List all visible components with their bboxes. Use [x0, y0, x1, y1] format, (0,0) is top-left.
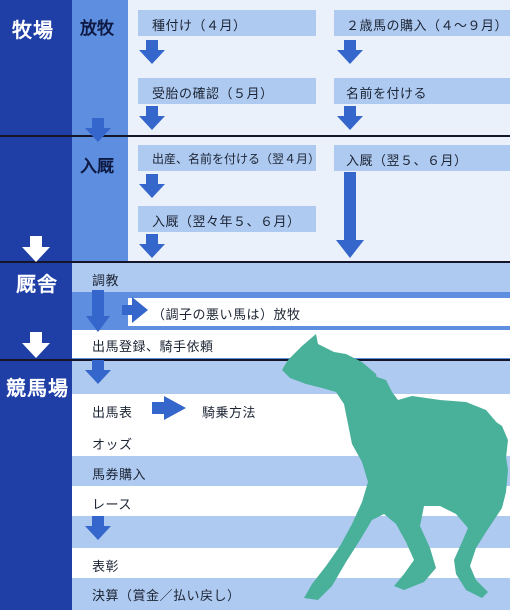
down-arrow-icon [22, 332, 50, 358]
down-arrow-icon [85, 118, 111, 142]
down-arrow-icon [337, 40, 363, 64]
long-down-arrow-icon [336, 172, 364, 258]
down-arrow-icon [139, 106, 165, 130]
down-arrow-icon [337, 106, 363, 130]
step-stabling-two-years: 入厩（翌々年５、６月） [152, 215, 301, 230]
step-riding-method: 騎乗方法 [202, 406, 257, 421]
step-settlement: 決算（賞金／払い戻し） [92, 589, 241, 604]
step-odds: オッズ [92, 438, 133, 453]
down-arrow-icon [85, 360, 111, 384]
box-pregnancy [138, 78, 316, 104]
step-award: 表彰 [92, 560, 120, 575]
step-training: 調教 [92, 274, 120, 289]
section-label-stable: 厩舎 [16, 272, 58, 296]
divider-stable [0, 261, 510, 263]
stable-band-3 [72, 330, 510, 358]
step-breeding: 種付け（４月） [152, 19, 247, 34]
down-arrow-icon [139, 40, 165, 64]
right-arrow-icon [152, 396, 186, 420]
step-stabling-next-year: 入厩（翌５、６月） [346, 154, 468, 169]
horse-silhouette-icon [282, 334, 508, 600]
stable-band-2 [128, 298, 510, 326]
step-naming: 名前を付ける [346, 87, 428, 102]
horse-mane-icon [334, 352, 380, 404]
stable-band-1 [72, 262, 510, 292]
step-grazing-branch: （調子の悪い馬は）放牧 [152, 308, 301, 323]
step-race: レース [92, 498, 132, 513]
step-registration: 出馬登録、騎手依頼 [92, 340, 214, 355]
step-ticket-purchase: 馬券購入 [92, 468, 147, 483]
subsection-label-grazing: 放牧 [80, 19, 114, 39]
box-stabling-2yr [138, 206, 316, 232]
race-stripe-5 [72, 548, 510, 578]
box-breeding [138, 10, 316, 36]
section-column [0, 0, 72, 610]
down-arrow-icon [139, 174, 165, 198]
step-two-year-purchase: ２歳馬の購入（４～９月） [346, 19, 509, 34]
section-label-ranch: 牧場 [12, 18, 54, 42]
box-stabling-next [334, 145, 510, 171]
step-pregnancy-check: 受胎の確認（５月） [152, 87, 274, 102]
divider-racecourse [0, 359, 510, 361]
down-arrow-icon [139, 234, 165, 258]
down-arrow-icon [22, 236, 50, 262]
section-label-racecourse: 競馬場 [6, 376, 69, 400]
step-birth-naming: 出産、名前を付ける（翌４月） [152, 152, 321, 166]
step-entry-list: 出馬表 [92, 406, 133, 421]
right-arrow-icon [122, 297, 148, 323]
horse-tail-icon [490, 418, 508, 470]
subsection-label-stabling: 入厩 [80, 157, 114, 177]
box-birth [138, 145, 316, 171]
box-purchase [334, 10, 510, 36]
down-arrow-icon [85, 516, 111, 540]
down-arrow-icon [86, 290, 110, 332]
divider-ranch-stabling [0, 135, 510, 137]
box-naming [334, 78, 510, 104]
